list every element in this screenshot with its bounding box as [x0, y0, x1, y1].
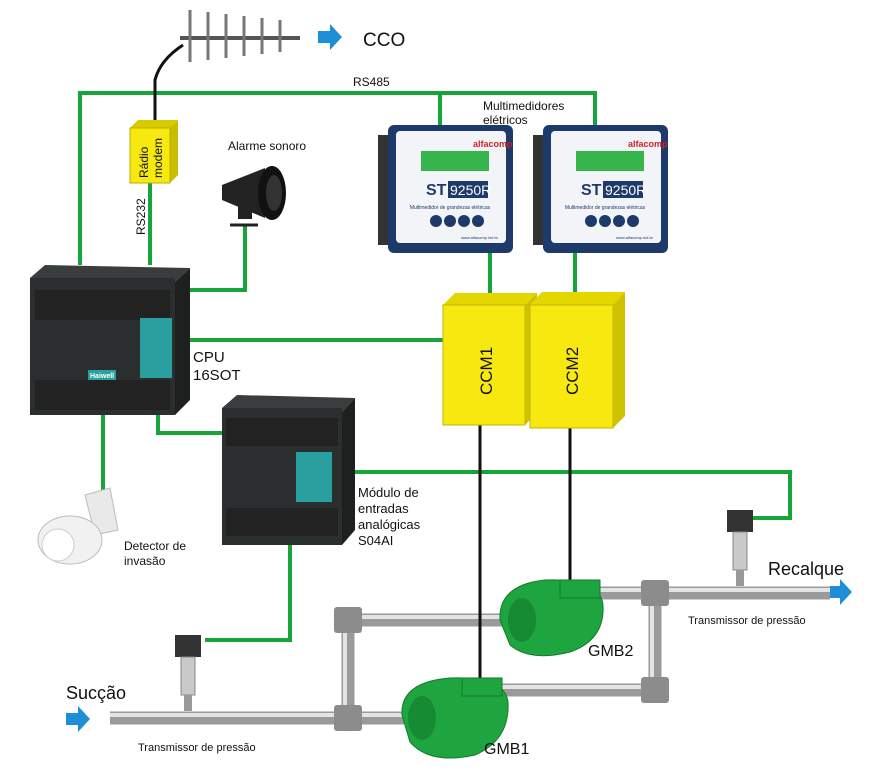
- piping: [110, 580, 830, 731]
- siren-icon: [222, 166, 286, 227]
- multimeter-brand: alfacomp: [628, 139, 668, 149]
- multimeter-2: alfacomp ST 9250R Multimedidor de grande…: [533, 125, 668, 253]
- cpu-label-1: CPU: [193, 349, 225, 366]
- ccm2-panel: CCM2: [529, 292, 625, 429]
- multimeter-model-prefix: ST: [581, 182, 602, 199]
- transmitter-suction-label: Transmissor de pressão: [138, 742, 256, 754]
- radio-modem-label-1: Rádio: [137, 146, 151, 178]
- module-label-2: entradas: [358, 501, 409, 516]
- rs485-label: RS485: [353, 75, 390, 89]
- motion-detector-icon: [37, 487, 119, 565]
- cco-label: CCO: [363, 30, 405, 51]
- multimeters-label-2: elétricos: [483, 113, 528, 127]
- multimeter-subtitle: Multimedidor de grandezas elétricas: [565, 205, 646, 211]
- cpu-label-2: 16SOT: [193, 367, 241, 384]
- rs232-label: RS232: [134, 198, 148, 235]
- ccm1-label: CCM1: [477, 347, 496, 395]
- multimeter-model-prefix: ST: [426, 182, 447, 199]
- multimeter-1: alfacomp ST 9250R Multimedidor de grande…: [378, 125, 513, 253]
- suction-label: Sucção: [66, 683, 126, 703]
- module-label-1: Módulo de: [358, 485, 419, 500]
- pump-gmb2: [499, 579, 604, 657]
- pump-gmb1: [401, 677, 509, 759]
- ccm2-label: CCM2: [563, 347, 582, 395]
- gmb1-label: GMB1: [484, 741, 529, 758]
- gmb2-label: GMB2: [588, 643, 633, 660]
- multimeter-model: 9250R: [605, 182, 646, 198]
- ccm1-panel: CCM1: [442, 293, 537, 426]
- analog-input-module: [222, 395, 355, 545]
- arrow-right-icon: [66, 706, 90, 732]
- module-label-3: analógicas: [358, 517, 421, 532]
- plc-brand: Haiwell: [90, 373, 114, 380]
- alarm-label: Alarme sonoro: [228, 139, 306, 153]
- pressure-transmitter-suction: [175, 635, 201, 711]
- arrow-right-icon: [318, 24, 342, 50]
- multimeter-url: www.alfacomp.ind.br: [616, 235, 654, 240]
- transmitter-discharge-label: Transmissor de pressão: [688, 615, 806, 627]
- antenna-icon: [180, 10, 300, 62]
- detector-label-2: invasão: [124, 554, 166, 568]
- module-label-4: S04AI: [358, 533, 393, 548]
- radio-modem-label-2: modem: [151, 138, 165, 178]
- multimeter-subtitle: Multimedidor de grandezas elétricas: [410, 205, 491, 211]
- radio-modem: Rádio modem: [129, 120, 178, 184]
- multimeter-brand: alfacomp: [473, 139, 513, 149]
- arrow-right-icon: [830, 579, 852, 605]
- pressure-transmitter-discharge: [727, 510, 753, 586]
- multimeter-url: www.alfacomp.ind.br: [461, 235, 499, 240]
- discharge-label: Recalque: [768, 559, 844, 579]
- multimeter-model: 9250R: [450, 182, 491, 198]
- cpu-plc: Haiwell: [30, 265, 190, 415]
- multimeters-label-1: Multimedidores: [483, 99, 564, 113]
- wiring: [78, 43, 792, 690]
- detector-label-1: Detector de: [124, 539, 186, 553]
